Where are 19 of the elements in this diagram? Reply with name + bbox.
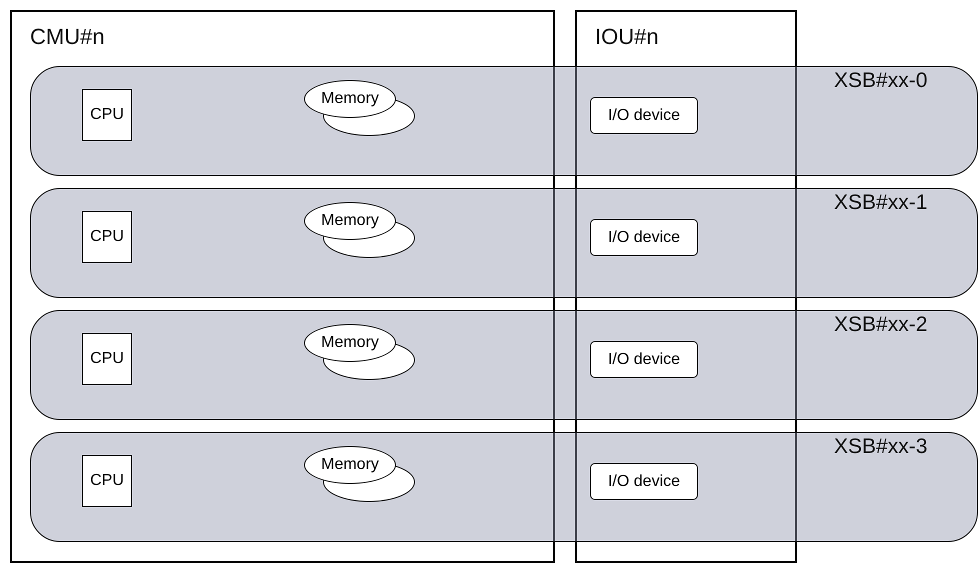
- board-band: [30, 310, 978, 420]
- cpu-box: CPU: [82, 333, 132, 385]
- unit-frame: [10, 10, 555, 563]
- board-band: [30, 432, 978, 542]
- cpu-box: CPU: [82, 211, 132, 263]
- device-box: I/O device: [590, 341, 698, 378]
- device-box: I/O device: [590, 219, 698, 256]
- band-title: XSB#xx-3: [834, 435, 928, 459]
- board-band: [30, 188, 978, 298]
- device-box: I/O device: [590, 97, 698, 134]
- band-title: XSB#xx-1: [834, 191, 928, 215]
- cpu-box: CPU: [82, 89, 132, 141]
- board-band: [30, 66, 978, 176]
- cpu-box: CPU: [82, 455, 132, 507]
- band-title: XSB#xx-2: [834, 313, 928, 337]
- band-title: XSB#xx-0: [834, 69, 928, 93]
- unit-title: IOU#n: [595, 24, 659, 50]
- unit-title: CMU#n: [30, 24, 105, 50]
- device-box: I/O device: [590, 463, 698, 500]
